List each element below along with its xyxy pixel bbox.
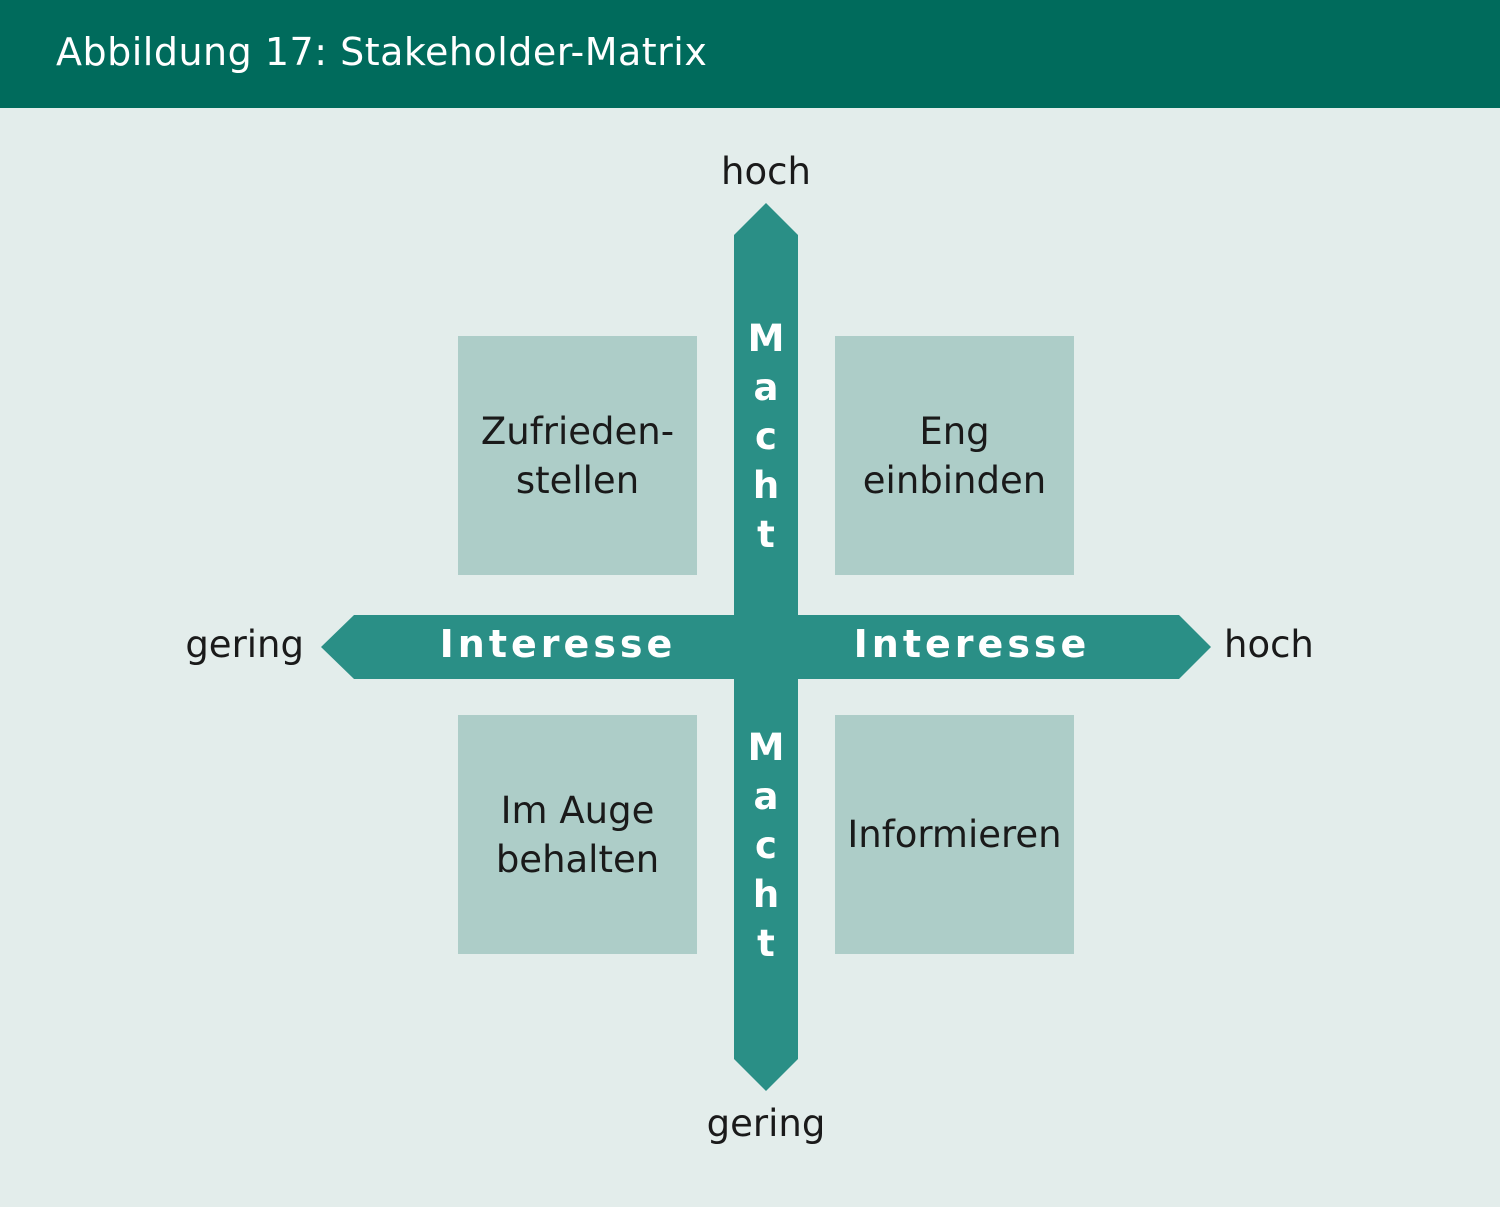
quadrant-top-left: Zufrieden- stellen	[458, 336, 697, 575]
quadrant-top-right-label: Eng einbinden	[862, 409, 1047, 502]
vertical-axis-letter: M	[747, 726, 785, 769]
quadrant-bottom-right-label: Informieren	[847, 813, 1062, 856]
quadrant-bottom-left-label: Im Auge behalten	[495, 788, 660, 881]
vertical-axis-letter: a	[753, 366, 779, 409]
vertical-axis-label-bottom: M a c h t	[734, 723, 798, 968]
horizontal-axis-high-label: hoch	[1224, 623, 1314, 666]
vertical-axis-letter: M	[747, 317, 785, 360]
vertical-axis-label-top: M a c h t	[734, 314, 798, 559]
quadrant-top-right: Eng einbinden	[835, 336, 1074, 575]
quadrant-bottom-right: Informieren	[835, 715, 1074, 954]
vertical-axis-letter: a	[753, 775, 779, 818]
horizontal-axis-low-label: gering	[185, 623, 304, 666]
vertical-axis-low-label: gering	[706, 1102, 826, 1145]
quadrant-top-left-label: Zufrieden- stellen	[480, 409, 675, 502]
figure-title: Abbildung 17: Stakeholder-Matrix	[56, 30, 708, 74]
vertical-axis-letter: c	[755, 415, 777, 458]
horizontal-axis-label-right: Interesse	[853, 622, 1091, 666]
horizontal-axis-arrow	[321, 615, 1211, 679]
vertical-axis-letter: t	[757, 513, 775, 556]
vertical-axis-letter: t	[757, 922, 775, 965]
figure-header: Abbildung 17: Stakeholder-Matrix	[0, 0, 1500, 108]
vertical-axis-letter: h	[752, 464, 780, 507]
vertical-axis-letter: h	[752, 873, 780, 916]
quadrant-bottom-left: Im Auge behalten	[458, 715, 697, 954]
vertical-axis-letter: c	[755, 824, 777, 867]
vertical-axis-high-label: hoch	[721, 150, 811, 193]
horizontal-axis-label-left: Interesse	[439, 622, 677, 666]
